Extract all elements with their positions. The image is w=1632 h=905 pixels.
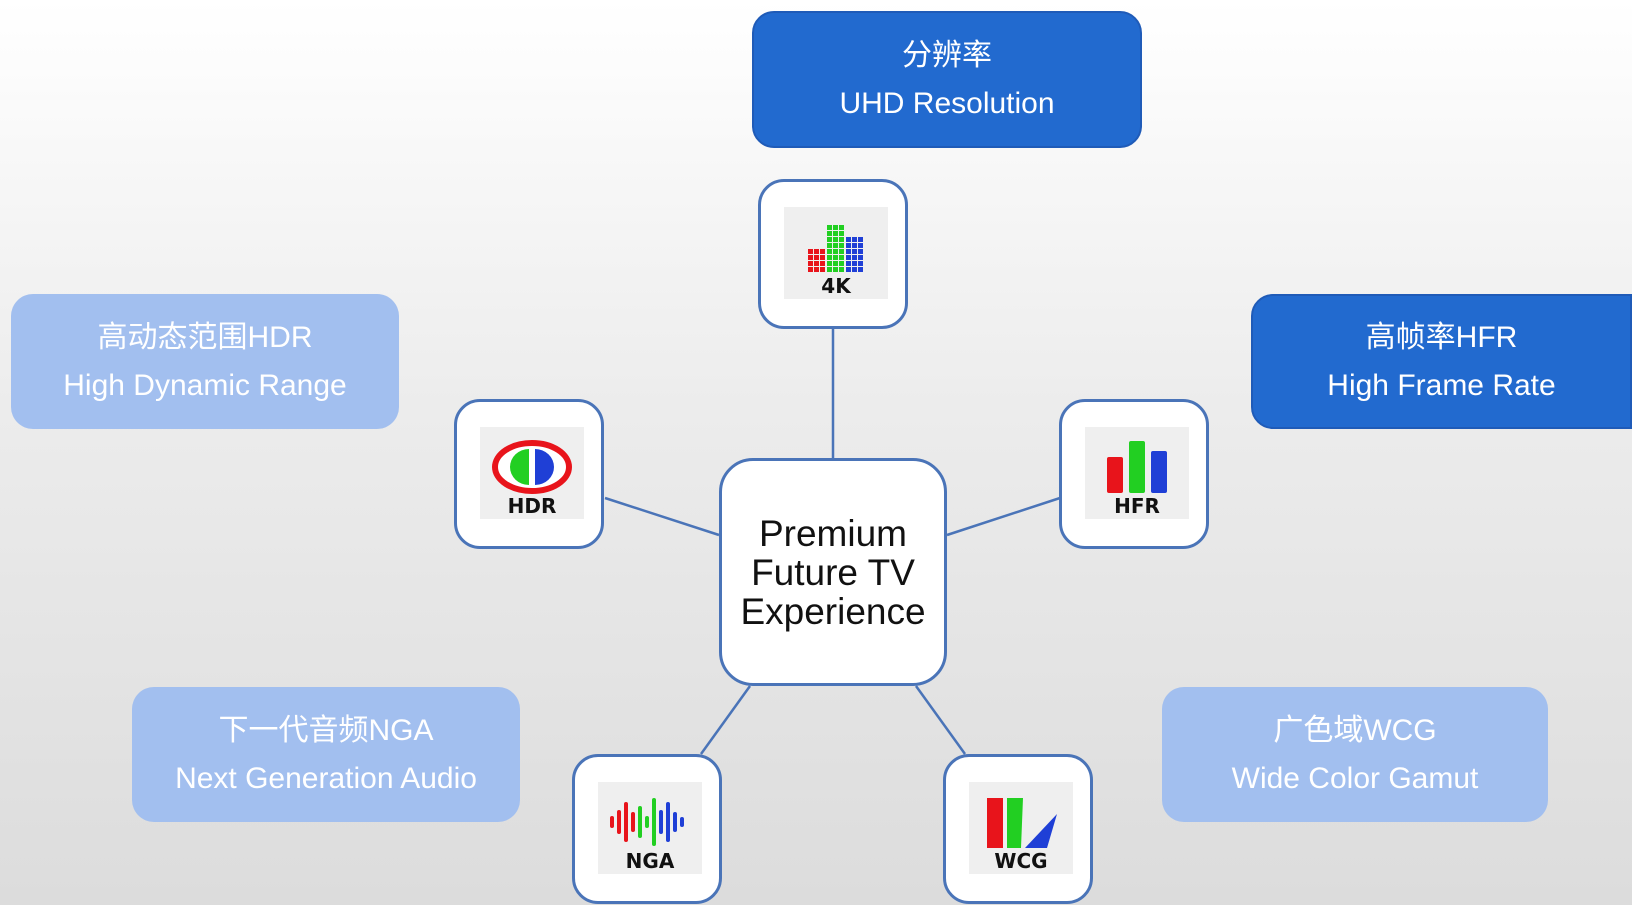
label-hfr-zh: 高帧率HFR: [1365, 320, 1518, 354]
icon-card-4k: 4K: [758, 179, 908, 329]
label-wcg: 广色域WCG Wide Color Gamut: [1162, 687, 1548, 822]
label-resolution-zh: 分辨率: [902, 38, 992, 72]
wcg-icon: WCG: [969, 782, 1073, 874]
label-hdr-zh: 高动态范围HDR: [97, 320, 313, 354]
label-nga: 下一代音频NGA Next Generation Audio: [132, 687, 520, 822]
icon-card-hdr: HDR: [454, 399, 604, 549]
label-wcg-en: Wide Color Gamut: [1231, 761, 1479, 795]
connector-hfr: [946, 496, 1061, 537]
hfr-icon: HFR: [1085, 427, 1189, 519]
hdr-caption: HDR: [508, 494, 557, 518]
label-resolution: 分辨率 UHD Resolution: [752, 11, 1142, 148]
label-hdr-en: High Dynamic Range: [63, 368, 347, 402]
label-hfr: 高帧率HFR High Frame Rate: [1251, 294, 1632, 429]
nga-icon: NGA: [598, 782, 702, 874]
hdr-icon: HDR: [480, 427, 584, 519]
label-wcg-zh: 广色域WCG: [1273, 713, 1437, 747]
icon-card-nga: NGA: [572, 754, 722, 904]
wcg-caption: WCG: [994, 849, 1047, 873]
center-line-3: Experience: [740, 590, 926, 632]
label-nga-zh: 下一代音频NGA: [218, 713, 434, 747]
center-title: Premium Future TV Experience: [740, 514, 925, 631]
connector-nga: [699, 685, 752, 755]
4k-icon: 4K: [784, 207, 888, 299]
label-hfr-en: High Frame Rate: [1327, 368, 1556, 402]
center-line-2: Future TV: [751, 551, 915, 593]
hfr-caption: HFR: [1114, 494, 1160, 518]
connector-hdr: [604, 496, 720, 537]
center-node: Premium Future TV Experience: [719, 458, 947, 686]
icon-card-hfr: HFR: [1059, 399, 1209, 549]
label-nga-en: Next Generation Audio: [175, 761, 477, 795]
label-resolution-en: UHD Resolution: [839, 86, 1055, 120]
icon-card-wcg: WCG: [943, 754, 1093, 904]
connector-wcg: [914, 685, 967, 755]
4k-caption: 4K: [821, 274, 852, 298]
label-hdr: 高动态范围HDR High Dynamic Range: [11, 294, 399, 429]
center-line-1: Premium: [758, 512, 907, 554]
nga-caption: NGA: [626, 849, 675, 873]
